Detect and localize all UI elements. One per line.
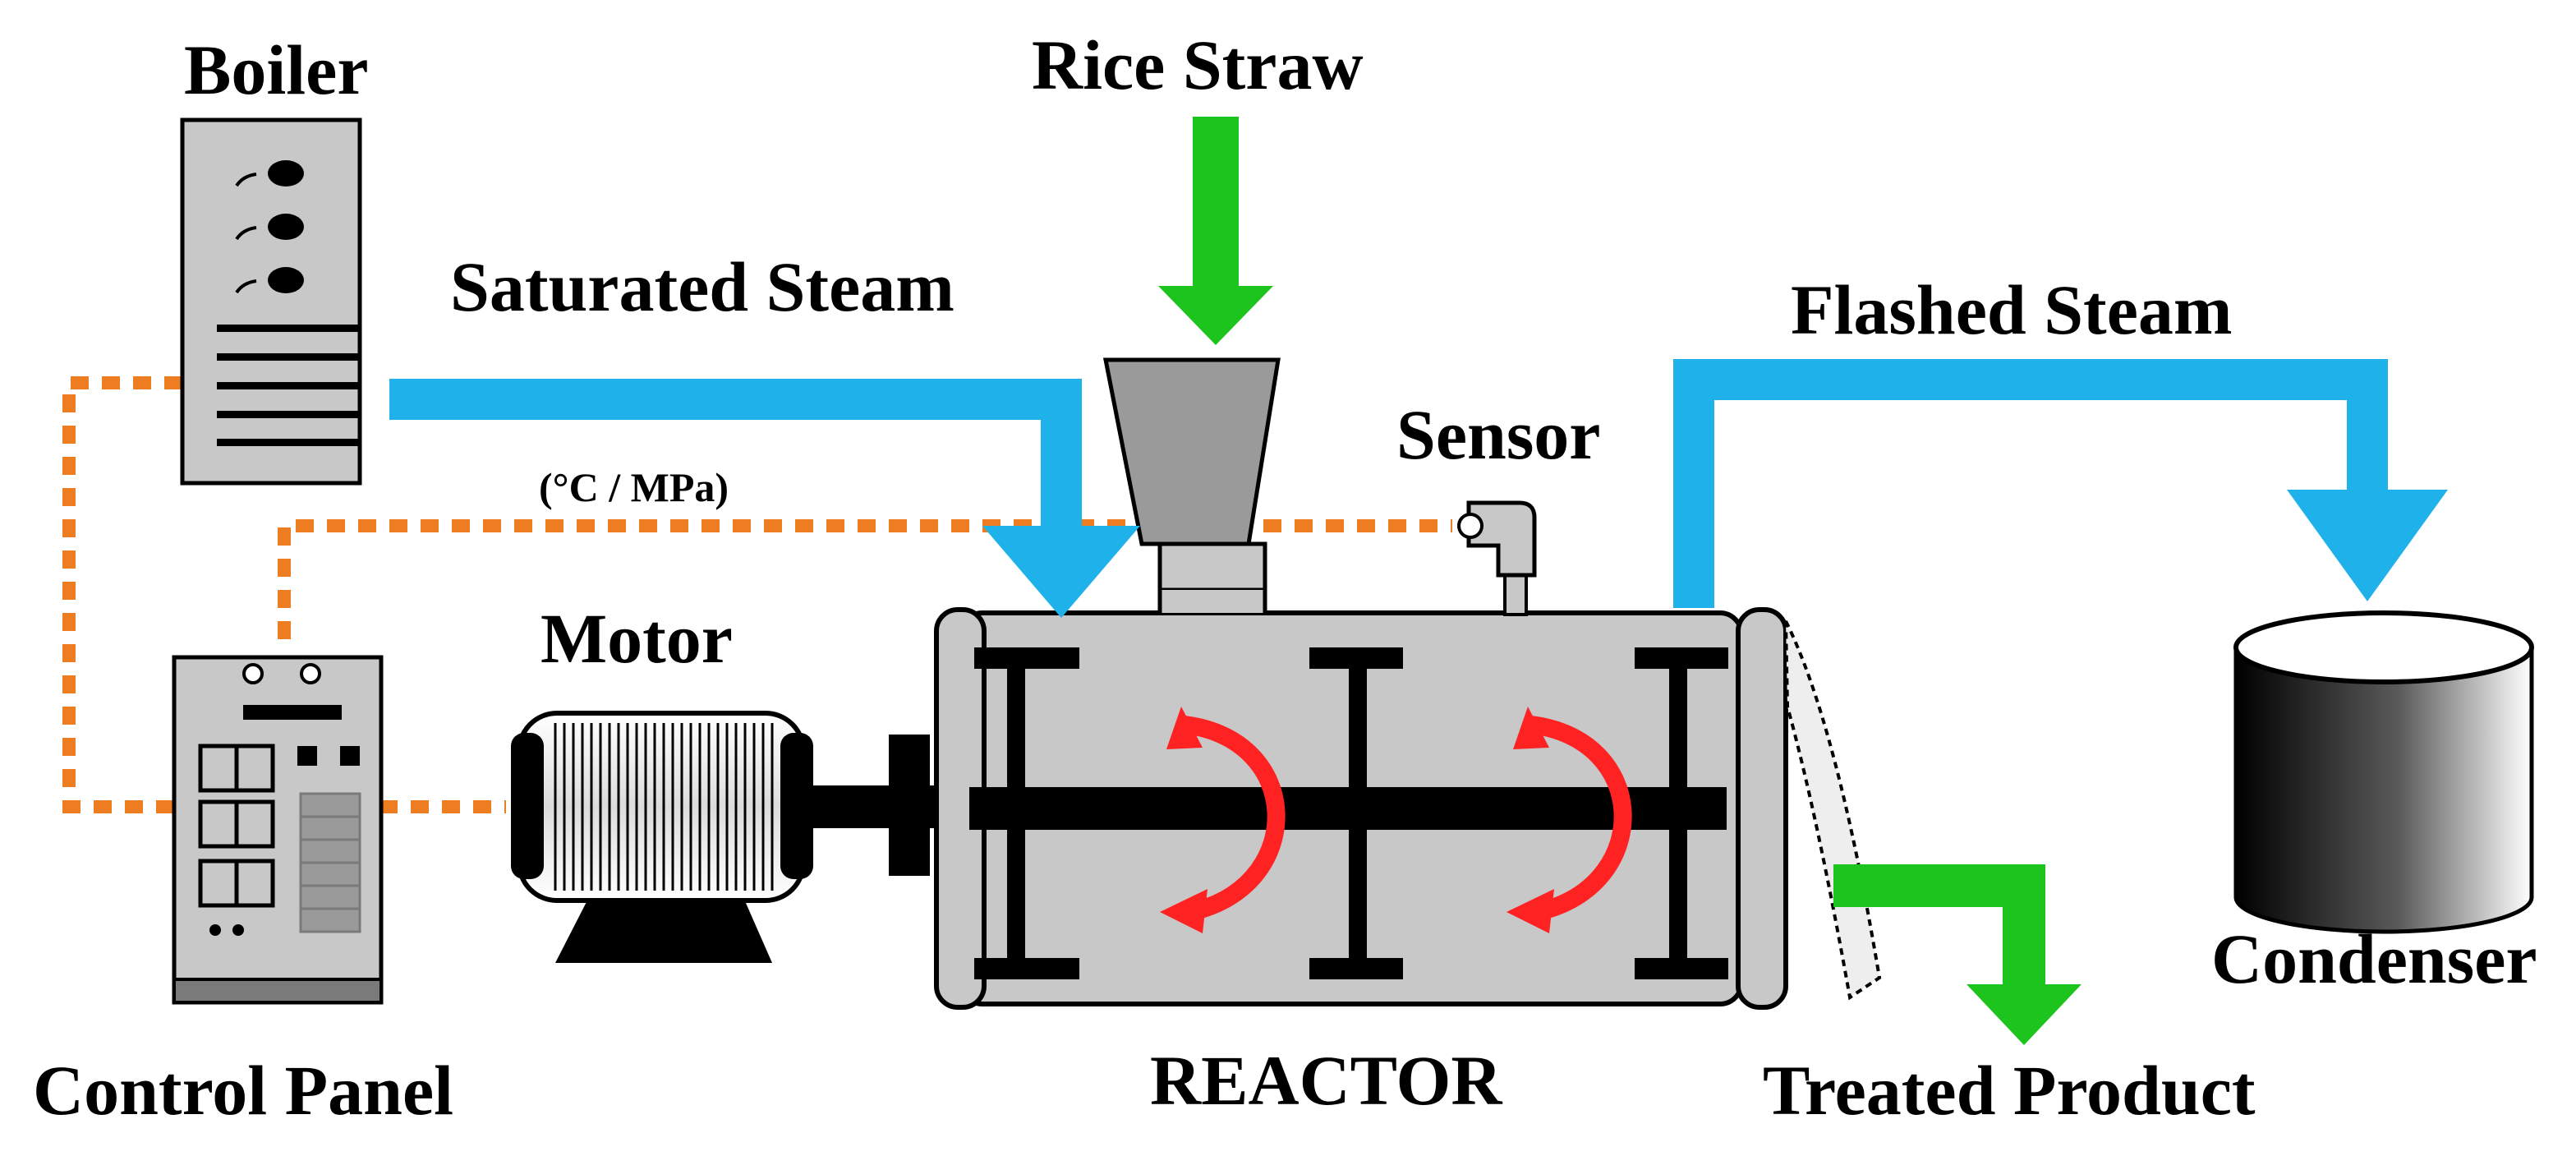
sensor (1457, 500, 1537, 616)
rice-straw-arrow (1158, 117, 1273, 345)
motor-endcap-right (780, 733, 813, 879)
control-panel (172, 655, 384, 1005)
sensor-head (1466, 500, 1537, 578)
saturated-steam-label: Saturated Steam (450, 247, 954, 326)
boiler-signal-line (62, 376, 182, 813)
treated-product-label: Treated Product (1763, 1051, 2256, 1130)
control-panel-base (172, 978, 383, 1004)
rice-straw-label: Rice Straw (1032, 25, 1364, 104)
boiler (180, 117, 362, 486)
motor-body (517, 711, 806, 903)
rotation-arrow-1 (1183, 716, 1286, 919)
reactor (813, 357, 1882, 1010)
reactor-discharge-door (1784, 620, 1882, 1001)
flashed-steam-label: Flashed Steam (1791, 270, 2233, 349)
boiler-vents (217, 325, 358, 446)
treated-product-arrow (1833, 864, 2082, 1045)
rotation-arrows (1183, 716, 1632, 919)
condenser-top (2233, 610, 2534, 684)
rotation-arrow-2 (1530, 716, 1632, 919)
motor-fins (554, 723, 774, 891)
units-label: (°C / MPa) (539, 464, 729, 510)
reactor-label: REACTOR (1150, 1041, 1502, 1120)
motor (511, 711, 930, 963)
reactor-inlet-pipe (1160, 590, 1265, 613)
agitator-shaft (969, 787, 1727, 830)
sensor-label: Sensor (1396, 395, 1601, 474)
condenser (2233, 610, 2534, 934)
reactor-hopper-neck (1157, 541, 1267, 592)
boiler-gauges (235, 160, 304, 294)
control-panel-switches (198, 744, 275, 908)
flashed-steam-line (1673, 359, 2448, 608)
control-panel-meter (299, 792, 361, 933)
control-panel-display (243, 705, 342, 720)
flashed-steam-arrowhead (2287, 490, 2448, 601)
motor-endcap-left (511, 733, 544, 879)
boiler-gauge-1 (268, 160, 304, 187)
reactor-agitator (969, 647, 1728, 979)
boiler-gauge-2 (268, 214, 304, 240)
motor-label: Motor (540, 599, 733, 678)
boiler-label: Boiler (184, 30, 369, 109)
control-panel-label: Control Panel (33, 1051, 454, 1130)
saturated-steam-line (389, 379, 1140, 618)
reactor-endcap-right (1736, 607, 1788, 1010)
boiler-body (180, 117, 362, 486)
boiler-gauge-3 (268, 267, 304, 293)
condenser-body (2233, 645, 2534, 934)
reactor-hopper (1102, 357, 1281, 546)
saturated-steam-arrowhead (982, 526, 1140, 618)
condenser-label: Condenser (2211, 919, 2537, 998)
motor-base (555, 896, 772, 963)
